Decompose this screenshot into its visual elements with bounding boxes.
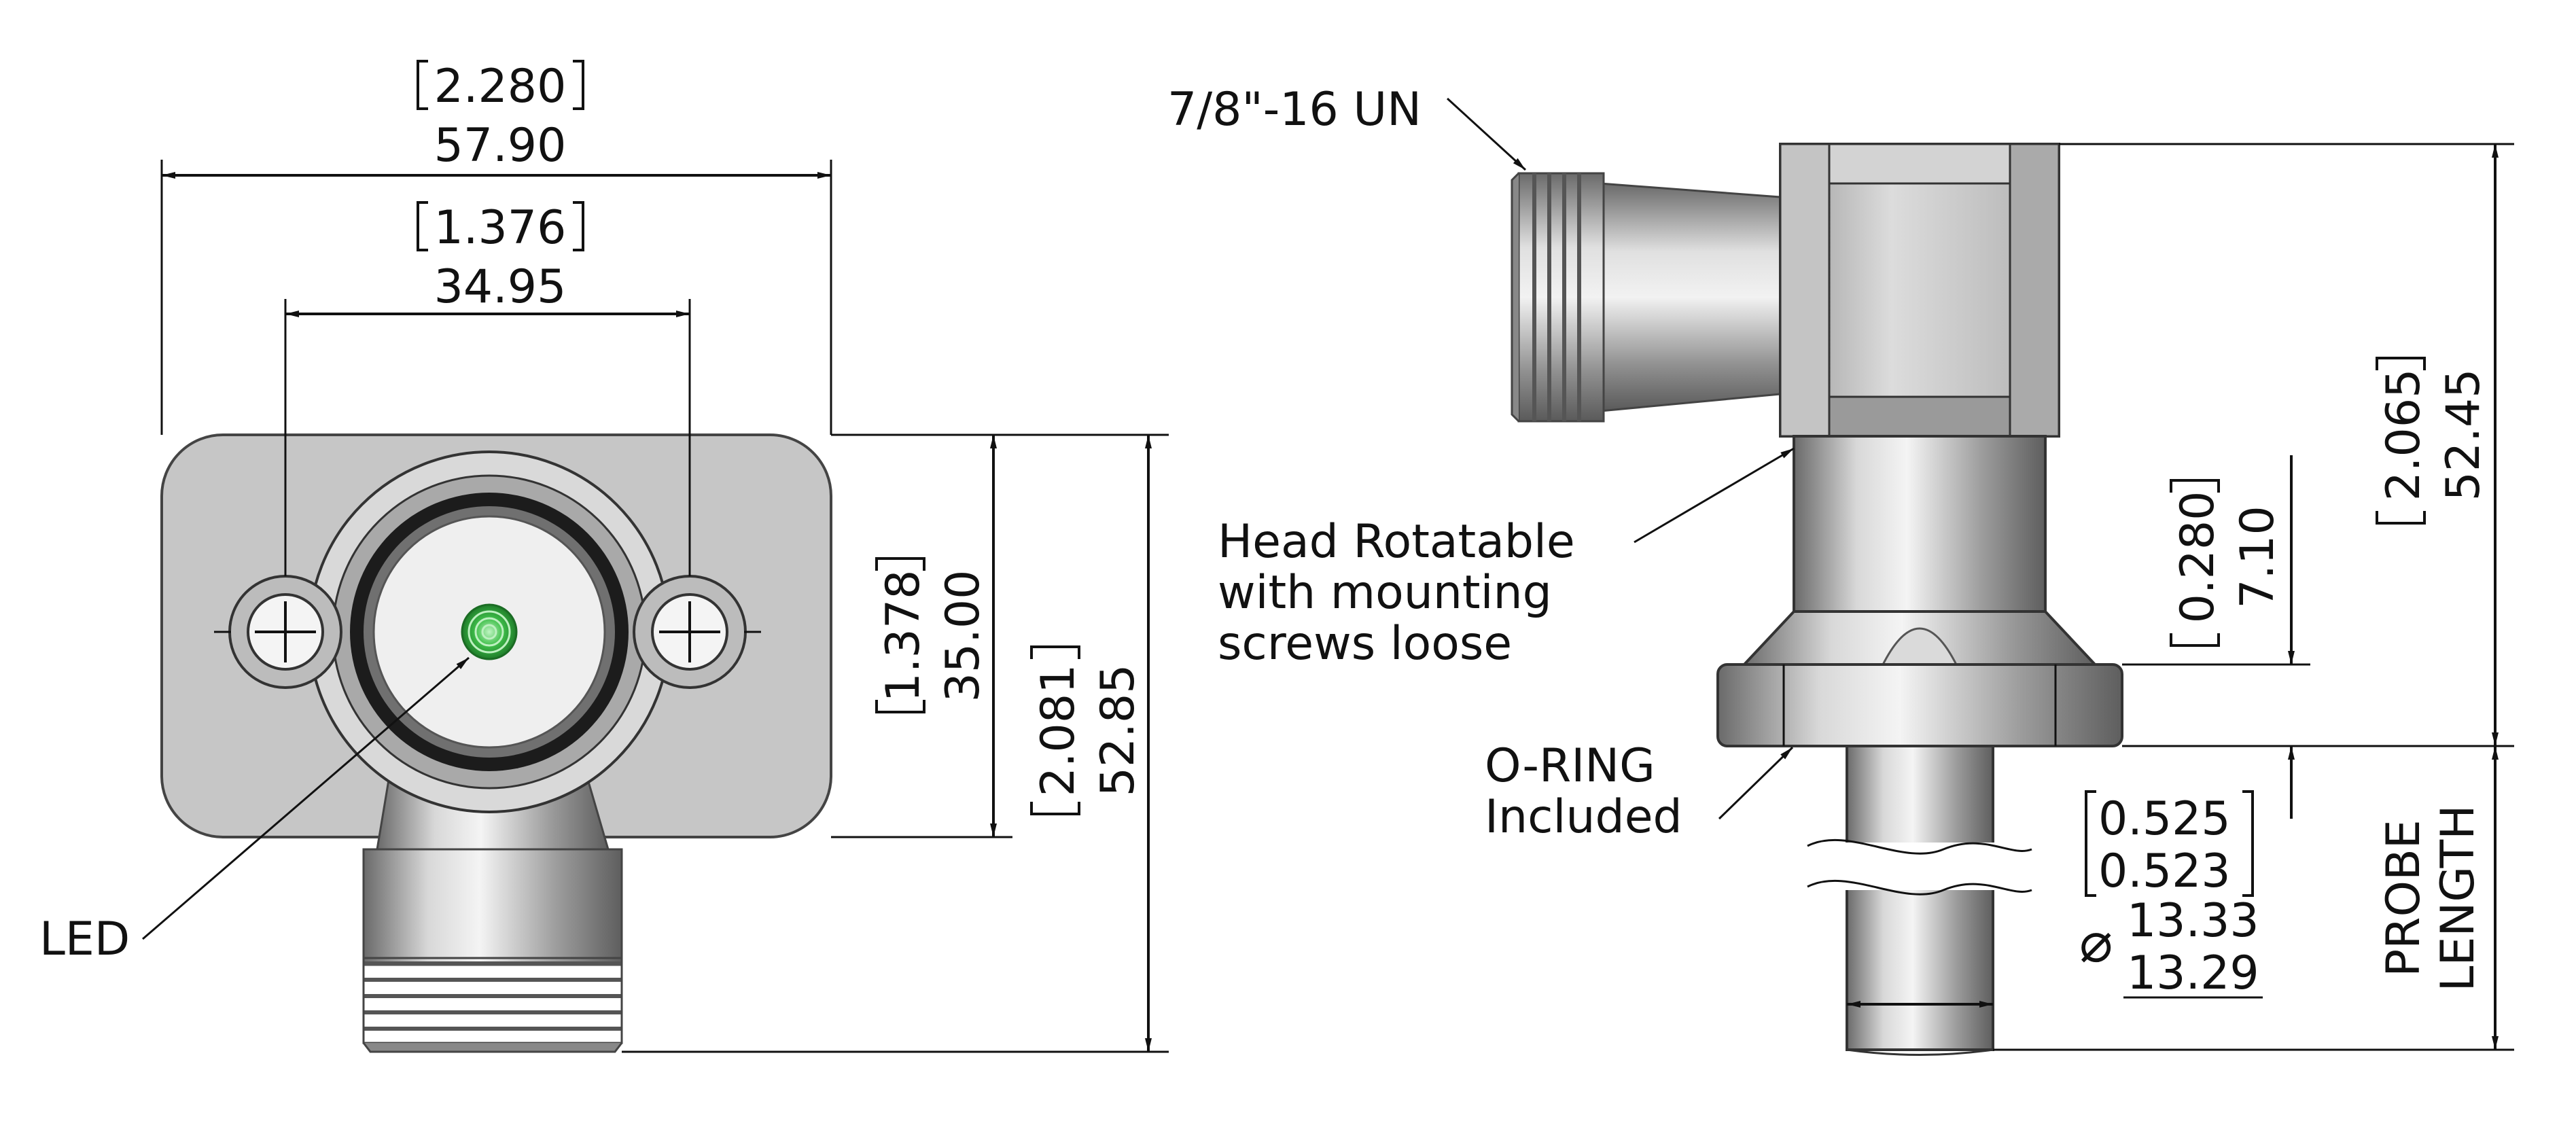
diameter-symbol: ⌀ [2079,910,2113,975]
head-note-line3: screws loose [1218,617,1512,671]
overall-width-inch: 2.280 [434,60,567,113]
plate-height-inch: 1.378 [877,570,930,703]
overall-height-inch: 2.081 [1031,665,1085,797]
overall-width-mm: 57.90 [434,119,567,173]
probe-break-line [1807,838,2032,855]
oring-note-line2: Included [1485,790,1682,844]
head-note-line2: with mounting [1218,566,1552,620]
probe-upper [1846,745,1994,848]
probe-length-line2: LENGTH [2431,805,2485,992]
probe-dia-inch-max: 0.525 [2098,792,2231,846]
thread-label: 7/8"-16 UN [1167,83,1422,137]
head-height-mm: 52.45 [2437,369,2490,501]
side-view: 7/8"-16 UN 2.065 52.45 0.280 7.10 Head R… [1167,83,2514,1056]
head-height-inch: 2.065 [2377,369,2431,501]
left-screw-icon [228,575,342,689]
hole-spacing-mm: 34.95 [434,260,567,314]
front-view: 2.280 57.90 1.376 34.95 1.378 35.00 2.08… [39,60,1169,1053]
probe-dia-inch-min: 0.523 [2098,845,2231,898]
right-screw-icon [633,575,747,689]
probe-dia-mm-max: 13.33 [2127,894,2259,948]
side-connector-threads [1532,173,1581,421]
connector-threads [364,961,622,1031]
probe-dia-mm-min: 13.29 [2127,946,2259,1000]
overall-height-mm: 52.85 [1091,665,1145,797]
oring-note-line1: O-RING [1485,739,1655,793]
flange-thickness-inch: 0.280 [2171,491,2225,624]
head-note-line1: Head Rotatable [1218,515,1575,569]
led-indicator [461,603,518,660]
hole-spacing-inch: 1.376 [434,201,567,255]
mounting-flange [1716,663,2123,747]
connector-nut [362,848,623,966]
probe-length-line1: PROBE [2377,819,2431,976]
head-neck [1793,435,2047,613]
flange-thickness-mm: 7.10 [2231,506,2284,608]
led-label: LED [39,912,130,966]
side-connector-cone [1599,182,1782,412]
probe-lower [1846,885,1994,1051]
side-connector-nut [1517,172,1605,423]
plate-height-mm: 35.00 [936,570,990,703]
